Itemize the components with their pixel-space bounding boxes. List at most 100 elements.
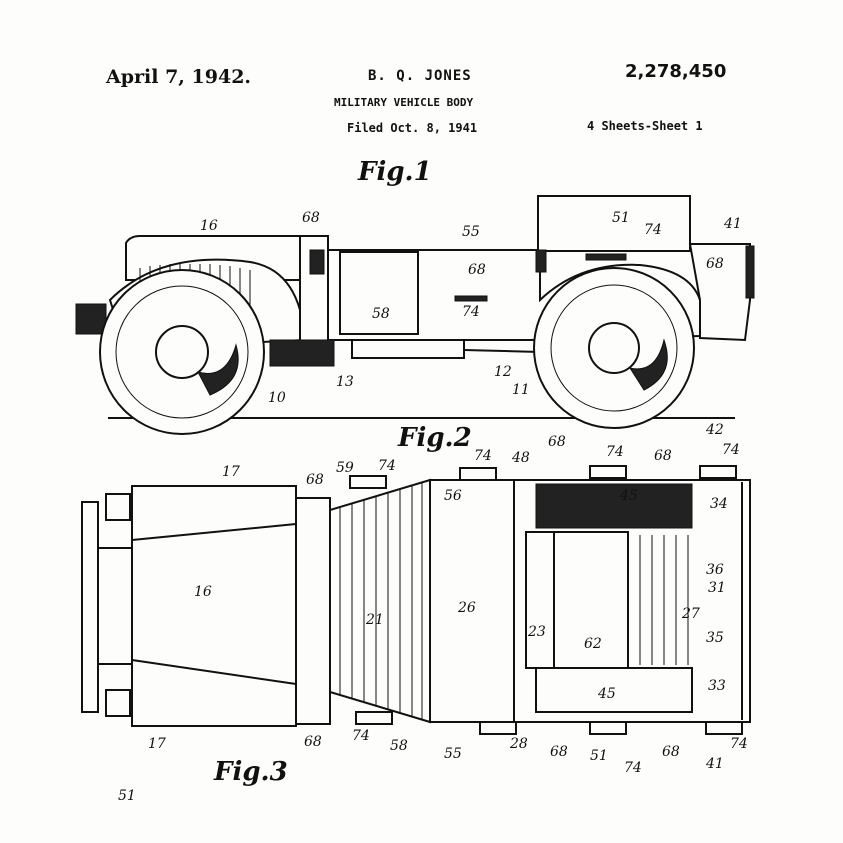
ref-numeral: 55: [444, 746, 462, 762]
rear-hinge: [535, 249, 547, 273]
figure-2-label: Fig.2: [397, 423, 472, 453]
ref-numeral: 74: [644, 222, 662, 238]
ref-numeral: 51: [590, 748, 608, 764]
ref-numeral: 36: [706, 562, 724, 578]
front-wheel: [99, 269, 265, 435]
tapered-body-hatching: [339, 483, 423, 719]
figure-1-label: Fig.1: [357, 157, 432, 187]
ref-numeral: 28: [509, 736, 528, 752]
ref-numeral: 55: [462, 224, 480, 240]
figure-1-side-view: Fig.1: [75, 157, 755, 435]
ref-numeral: 45: [597, 686, 616, 702]
ref-numeral: 74: [722, 442, 740, 458]
ref-numeral: 16: [200, 218, 218, 234]
ref-numeral: 68: [706, 256, 724, 272]
ref-numeral: 68: [306, 472, 324, 488]
ref-numeral: 62: [584, 636, 602, 652]
front-bumper-top: [81, 501, 99, 713]
ref-numeral: 27: [681, 606, 700, 622]
ref-numeral: 68: [304, 734, 322, 750]
frame-front: [269, 339, 335, 367]
ref-numeral: 51: [612, 210, 630, 226]
handle-right-2: [479, 721, 517, 735]
running-board: [351, 339, 465, 359]
ref-numeral: 74: [730, 736, 748, 752]
rear-wheel: [533, 267, 695, 429]
handle-left-1: [349, 475, 387, 489]
radiator-top: [97, 547, 133, 665]
ref-numeral: 16: [194, 584, 212, 600]
rear-bumper: [745, 245, 755, 299]
ref-numeral: 56: [444, 488, 462, 504]
ref-numeral: 58: [372, 306, 390, 322]
figure-1-reference-numerals: 16 68 55 51 74 41 68 68 58 74 13 10 12 1…: [200, 210, 742, 406]
inventor-name: B. Q. JONES: [368, 68, 472, 84]
side-panel: [339, 251, 419, 335]
ref-numeral: 21: [365, 612, 384, 628]
ref-numeral: 74: [606, 444, 624, 460]
ref-numeral: 42: [705, 422, 724, 438]
figure-2-top-view: Fig.2: [81, 423, 751, 787]
handle-right-4: [705, 721, 743, 735]
rear-box: [537, 195, 691, 252]
handle-right-1: [355, 711, 393, 725]
rear-seat-upper: [535, 483, 693, 529]
ref-numeral: 13: [336, 374, 354, 390]
headlamp-left: [105, 493, 131, 521]
side-step: [454, 295, 488, 302]
handle-left-2: [459, 467, 497, 481]
hood-top: [131, 485, 297, 727]
ref-numeral: 35: [706, 630, 724, 646]
rear-floor-hatching: [639, 535, 689, 665]
ref-numeral: 68: [548, 434, 566, 450]
sheet-reference-numeral: 51: [118, 788, 136, 804]
ref-numeral: 74: [378, 458, 396, 474]
ref-numeral: 68: [302, 210, 320, 226]
cowl-top: [295, 497, 331, 725]
ref-numeral: 74: [462, 304, 480, 320]
hood-crease-2: [131, 659, 297, 685]
ref-numeral: 68: [662, 744, 680, 760]
cowl-handle: [309, 249, 325, 275]
handle-right-3: [589, 721, 627, 735]
ref-numeral: 59: [336, 460, 354, 476]
ref-numeral: 23: [527, 624, 546, 640]
ref-numeral: 74: [624, 760, 642, 776]
figure-3-label: Fig.3: [213, 757, 288, 787]
ref-numeral: 68: [550, 744, 568, 760]
rear-floor: [553, 531, 629, 669]
tapered-body: [329, 478, 431, 724]
handle-left-3: [589, 465, 627, 479]
ref-numeral: 41: [723, 216, 742, 232]
sheet-count: 4 Sheets-Sheet 1: [587, 119, 703, 133]
front-bumper: [75, 303, 107, 335]
handle-left-4: [699, 465, 737, 479]
ref-numeral: 31: [708, 580, 726, 596]
ref-numeral: 11: [512, 382, 530, 398]
patent-date: April 7, 1942.: [106, 66, 252, 88]
headlamp-right: [105, 689, 131, 717]
rear-handle: [585, 253, 627, 261]
frame-rail: [463, 349, 541, 353]
rear-body: [688, 243, 751, 342]
ref-numeral: 41: [705, 756, 724, 772]
ref-numeral: 12: [494, 364, 512, 380]
ref-numeral: 45: [619, 488, 638, 504]
ref-numeral: 68: [468, 262, 486, 278]
patent-number: 2,278,450: [625, 61, 727, 82]
hood-crease-1: [131, 523, 297, 541]
ref-numeral: 26: [457, 600, 476, 616]
rear-partition: [525, 531, 555, 669]
ref-numeral: 10: [268, 390, 286, 406]
filing-date: Filed Oct. 8, 1941: [347, 121, 478, 135]
ref-numeral: 17: [148, 736, 166, 752]
ref-numeral: 48: [511, 450, 530, 466]
ref-numeral: 74: [352, 728, 370, 744]
ref-numeral: 17: [222, 464, 240, 480]
figure-2-reference-numerals: 17 68 59 74 74 48 68 74 68 42 74 56 45 3…: [148, 422, 748, 776]
ref-numeral: 33: [708, 678, 726, 694]
rear-seat-lower: [535, 667, 693, 713]
ref-numeral: 74: [474, 448, 492, 464]
